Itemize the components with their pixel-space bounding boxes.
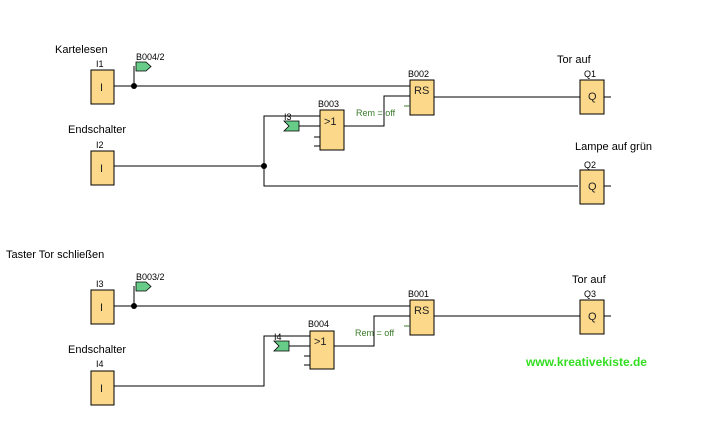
connector-flag-label: I3 [284, 112, 292, 122]
connector-flag-icon[interactable] [135, 281, 152, 292]
input-glyph-i2: I [100, 163, 103, 175]
input-glyph-i4: I [100, 383, 103, 395]
output-label-tor-auf: Tor auf [557, 54, 592, 66]
wire-i4-b004 [114, 335, 310, 387]
remanence-label: Rem = off [355, 328, 395, 338]
rs-block-id: B001 [408, 289, 429, 299]
output-id-q1: Q1 [584, 69, 596, 79]
input-block-i3[interactable] [90, 289, 115, 325]
output-label-lampe: Lampe auf grün [575, 141, 652, 153]
connector-flag-label: I4 [274, 332, 282, 342]
input-block-i4[interactable] [90, 370, 115, 406]
connector-flag-label: B004/2 [136, 52, 165, 62]
input-label-endschalter: Endschalter [68, 344, 126, 356]
rs-block-id: B002 [408, 69, 429, 79]
rs-block-b001[interactable] [409, 299, 435, 336]
input-label-endschalter: Endschalter [68, 124, 126, 136]
connector-flag-icon[interactable] [273, 340, 290, 352]
or-block-id: B003 [318, 99, 339, 109]
input-id-i3: I3 [96, 279, 104, 289]
connector-flag-label: B003/2 [136, 272, 165, 282]
wire-i2-b003 [263, 115, 320, 166]
or-block-glyph: >1 [314, 336, 327, 348]
wire-b004-b001 [334, 315, 410, 347]
rs-block-glyph: RS [414, 85, 429, 97]
input-id-i2: I2 [96, 140, 104, 150]
output-block-q1[interactable] [579, 79, 605, 115]
or-block-b004[interactable] [309, 330, 335, 370]
output-block-q3[interactable] [579, 299, 605, 335]
rs-block-glyph: RS [414, 305, 429, 317]
output-id-q2: Q2 [584, 160, 596, 170]
output-block-q2[interactable] [579, 169, 605, 205]
input-glyph-i1: I [100, 82, 103, 94]
circuit-title: Taster Tor schließen [6, 249, 104, 261]
or-block-glyph: >1 [324, 116, 337, 128]
output-label-tor-auf: Tor auf [572, 274, 607, 286]
watermark-url: www.kreativekiste.de [525, 355, 647, 369]
input-block-i1[interactable] [90, 69, 115, 105]
rs-block-b002[interactable] [409, 79, 435, 116]
remanence-label: Rem = off [356, 108, 396, 118]
input-id-i1: I1 [96, 59, 104, 69]
input-block-i2[interactable] [90, 150, 115, 186]
wire-i2-q2 [263, 166, 578, 187]
output-glyph-q3: Q [588, 311, 597, 323]
output-glyph-q2: Q [588, 181, 597, 193]
connector-flag-icon[interactable] [283, 120, 300, 132]
input-id-i4: I4 [96, 359, 104, 369]
wire-b003-b002 [344, 95, 410, 127]
connector-flag-icon[interactable] [135, 61, 152, 72]
output-id-q3: Q3 [584, 289, 596, 299]
or-block-b003[interactable] [319, 109, 345, 151]
input-glyph-i3: I [100, 302, 103, 314]
input-label-kartelesen: Kartelesen [55, 44, 108, 56]
or-block-id: B004 [308, 319, 329, 329]
output-glyph-q1: Q [588, 91, 597, 103]
